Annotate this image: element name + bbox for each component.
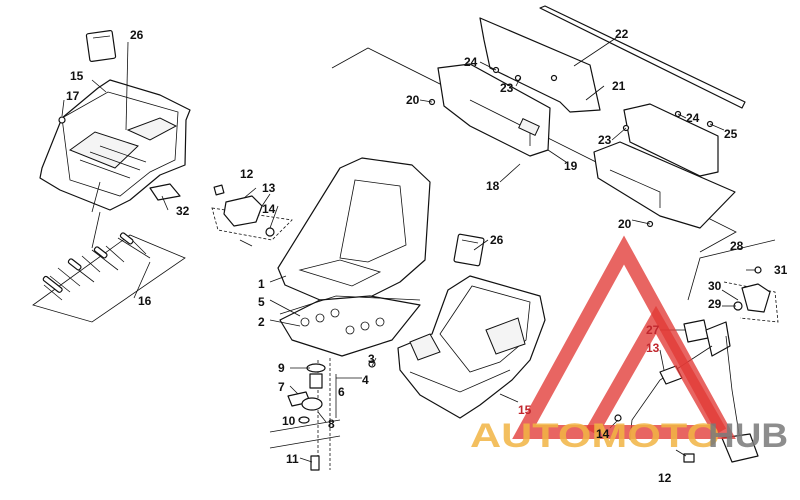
leader-lines [61,37,756,463]
callout-28: 28 [730,239,744,253]
watermark-text-automoto: AUTOMOTO [470,417,720,455]
callout-21: 21 [612,79,626,93]
callout-4: 4 [362,373,369,387]
callout-27: 27 [646,323,660,337]
center-seat [277,157,431,357]
callout-29: 29 [708,297,722,311]
callout-13-right: 13 [646,341,660,355]
callout-14-bottom: 14 [596,427,610,441]
callout-24-left: 24 [464,55,478,69]
right-storage-tray [397,233,546,419]
callout-22: 22 [615,27,629,41]
callout-13-top: 13 [262,181,276,195]
callout-14-top: 14 [262,202,276,216]
callout-3: 3 [368,352,375,366]
callout-2: 2 [258,315,265,329]
callout-7: 7 [278,380,285,394]
callout-30: 30 [708,279,722,293]
callout-10: 10 [282,414,296,428]
callout-5: 5 [258,295,265,309]
watermark-text-hub: HUB [708,417,788,455]
seat-latch [211,184,293,247]
callout-16: 16 [138,294,152,308]
callout-12-top: 12 [240,167,254,181]
callout-1: 1 [258,277,265,291]
callout-8: 8 [328,417,335,431]
callout-26-right: 26 [490,233,504,247]
callout-24-right: 24 [686,111,700,125]
callout-23-right: 23 [598,133,612,147]
tool-kit [32,181,186,323]
rear-panels [331,5,746,253]
callout-31: 31 [774,263,788,277]
callout-15-left: 15 [70,69,84,83]
callout-labels: 26 15 17 32 16 12 13 14 1 5 2 3 4 6 9 7 … [66,27,788,485]
callout-15-right: 15 [518,403,532,417]
callout-12-bottom: 12 [658,471,672,485]
callout-32: 32 [176,204,190,218]
left-storage-tray [39,29,191,211]
callout-19: 19 [564,159,578,173]
watermark: AUTOMOTO HUB [470,235,788,455]
callout-6: 6 [338,385,345,399]
callout-20-left: 20 [406,93,420,107]
callout-11: 11 [286,452,299,466]
callout-17: 17 [66,89,80,103]
callout-20-right: 20 [618,217,632,231]
callout-18: 18 [486,179,500,193]
callout-9: 9 [278,361,285,375]
callout-26-left: 26 [130,28,144,42]
callout-23-left: 23 [500,81,514,95]
callout-25: 25 [724,127,738,141]
